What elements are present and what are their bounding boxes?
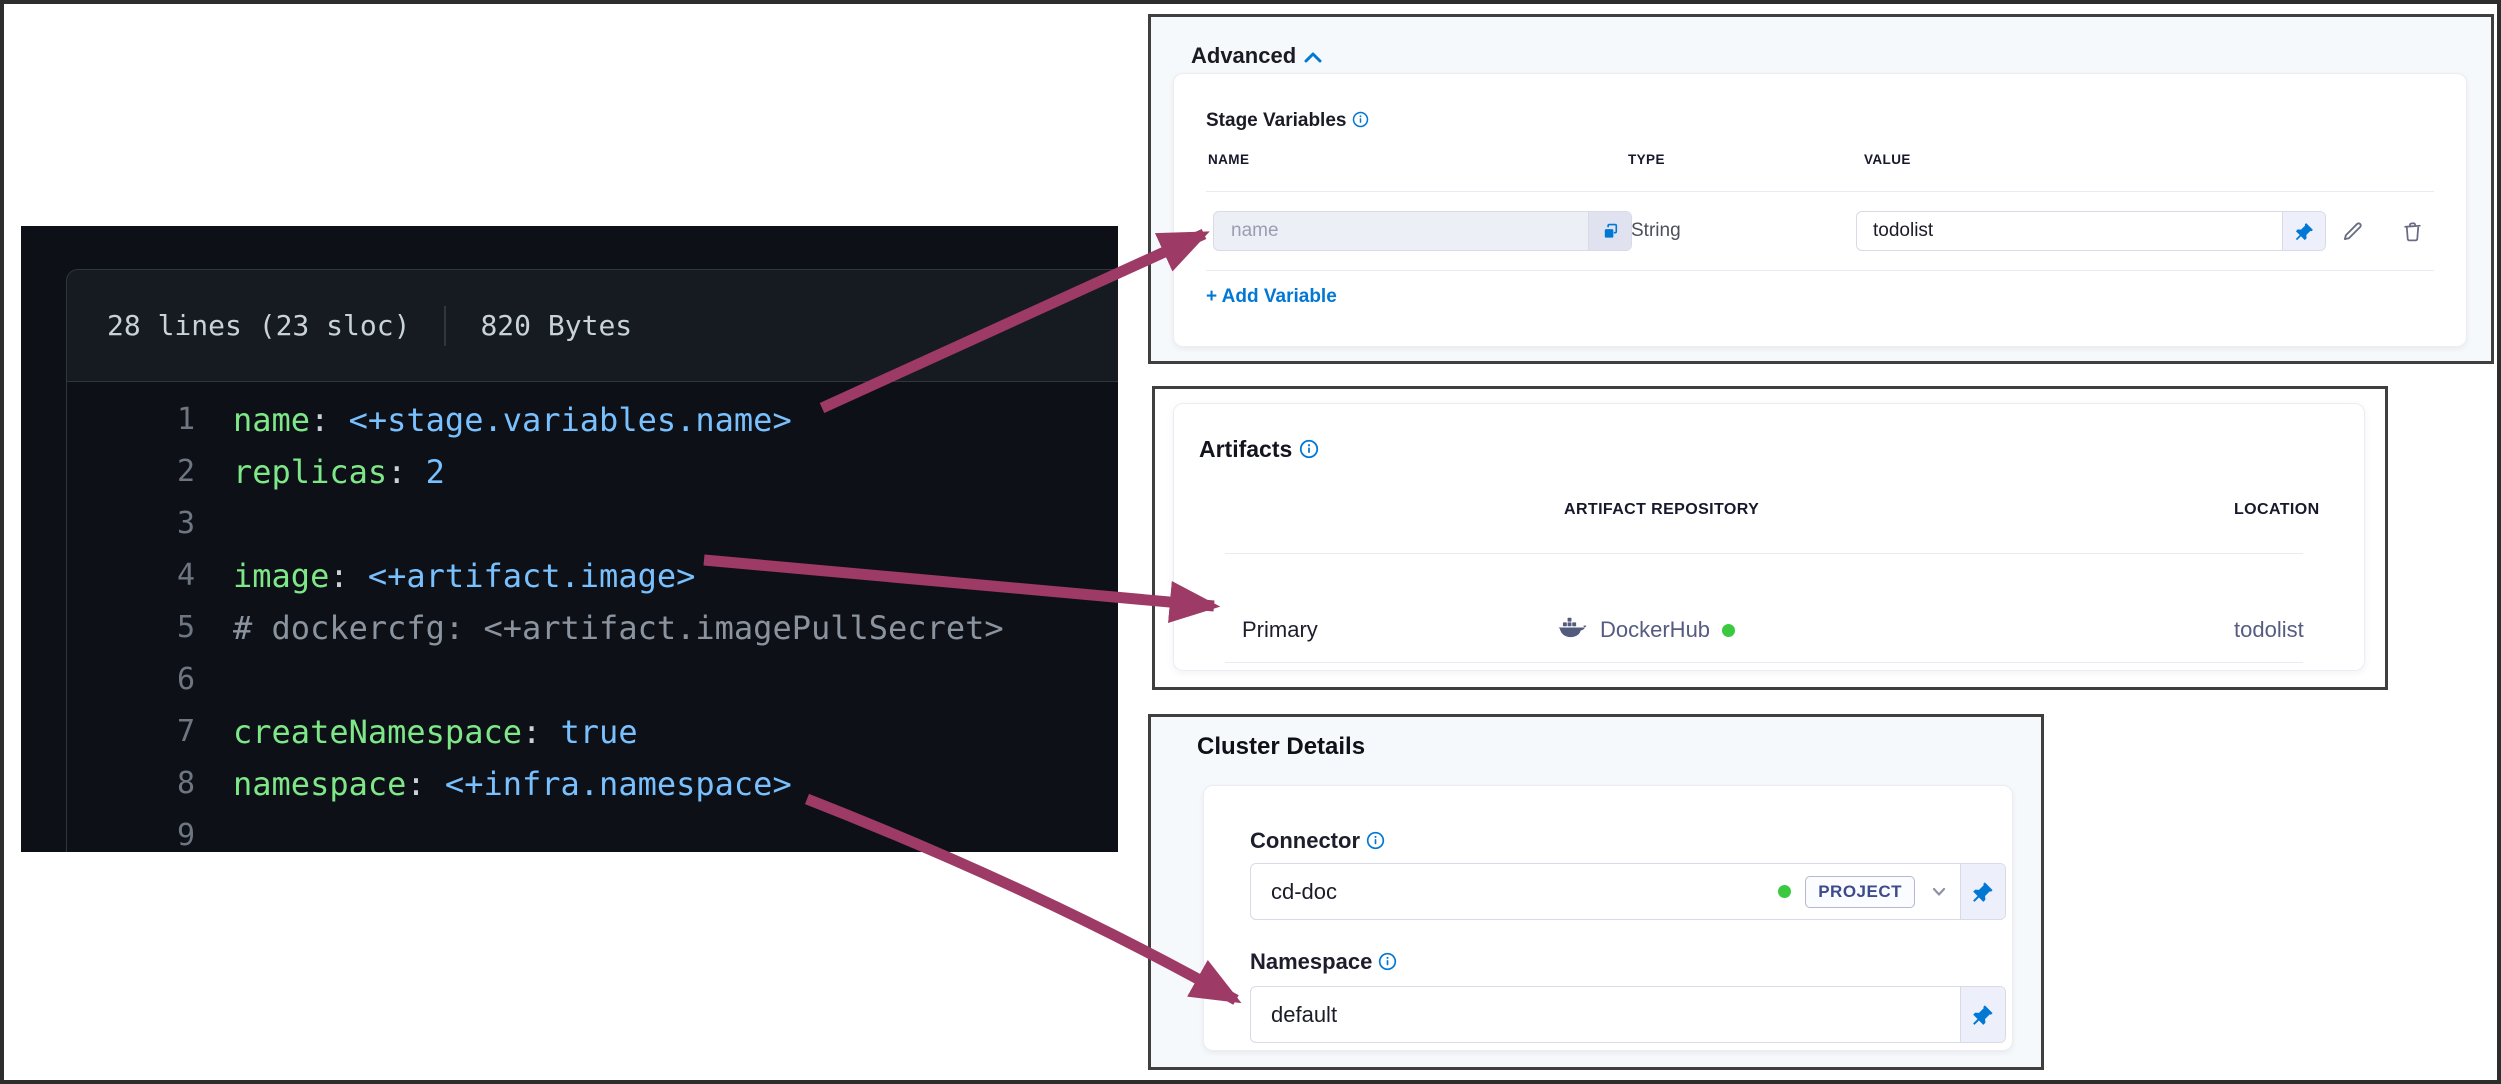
advanced-section-title[interactable]: Advanced <box>1191 43 1297 68</box>
artifact-row[interactable]: Primary DockerHub todolist <box>1155 575 2385 685</box>
connector-input[interactable]: cd-doc PROJECT <box>1250 863 2006 920</box>
artifacts-card <box>1173 403 2365 671</box>
info-icon[interactable] <box>1378 951 1397 977</box>
delete-icon[interactable] <box>2396 215 2428 247</box>
code-viewer-panel: 28 lines (23 sloc) 820 Bytes 1 name: <+s… <box>21 226 1118 852</box>
namespace-input[interactable]: default <box>1250 986 2006 1043</box>
code-line: 8 namespace: <+infra.namespace> <box>176 765 792 803</box>
pin-icon[interactable] <box>2282 212 2325 250</box>
chevron-up-icon[interactable] <box>1301 47 1325 72</box>
code-line: 7 createNamespace: true <box>176 713 638 751</box>
variable-value-input[interactable]: todolist <box>1856 211 2326 251</box>
column-header-location: LOCATION <box>2234 501 2320 518</box>
cluster-card: Connector cd-doc PROJECT <box>1203 785 2013 1051</box>
column-header-type: TYPE <box>1628 152 1665 167</box>
header-divider <box>1225 553 2303 554</box>
pin-icon[interactable] <box>1960 864 2005 919</box>
status-dot-green <box>1722 623 1736 637</box>
variable-type: String <box>1631 220 1681 241</box>
info-icon[interactable] <box>1352 111 1369 134</box>
connector-label: Connector <box>1250 828 1360 853</box>
docker-whale-icon <box>1557 615 1588 645</box>
stage-variables-title: Stage Variables <box>1206 110 1347 131</box>
column-header-artifact-repository: ARTIFACT REPOSITORY <box>1564 501 1760 518</box>
row-divider <box>1225 662 2303 663</box>
cluster-details-title: Cluster Details <box>1197 733 1366 760</box>
artifact-repo-name: DockerHub <box>1600 617 1711 642</box>
info-icon[interactable] <box>1366 830 1385 856</box>
edit-icon[interactable] <box>2337 215 2369 247</box>
code-line: 3 <box>176 506 195 541</box>
header-divider <box>1206 191 2434 192</box>
code-line: 1 name: <+stage.variables.name> <box>176 401 792 439</box>
info-icon[interactable] <box>1299 438 1319 465</box>
column-header-value: VALUE <box>1864 152 1911 167</box>
file-stats-bar: 28 lines (23 sloc) 820 Bytes <box>66 269 1118 382</box>
code-line: 4 image: <+artifact.image> <box>176 557 696 595</box>
artifact-label: Primary <box>1242 617 1318 642</box>
stats-divider <box>444 305 447 346</box>
namespace-label: Namespace <box>1250 949 1373 974</box>
column-header-name: NAME <box>1208 152 1250 167</box>
code-area: 1 name: <+stage.variables.name> 2 replic… <box>66 382 1118 852</box>
add-variable-button[interactable]: + Add Variable <box>1206 286 1337 307</box>
code-line: 5 # dockercfg: <+artifact.imagePullSecre… <box>176 609 1004 647</box>
file-lines-count: 28 lines (23 sloc) <box>107 309 411 342</box>
file-size: 820 Bytes <box>480 309 633 342</box>
cluster-details-panel: Cluster Details Connector cd-doc PROJECT <box>1148 714 2044 1070</box>
pin-icon[interactable] <box>1960 987 2005 1042</box>
row-divider <box>1206 270 2434 271</box>
scope-badge: PROJECT <box>1805 875 1915 908</box>
variable-name-input[interactable]: name <box>1213 211 1632 251</box>
code-line: 9 <box>176 818 195 852</box>
copy-icon[interactable] <box>1588 212 1631 250</box>
artifacts-title: Artifacts <box>1199 436 1293 462</box>
artifacts-panel: Artifacts ARTIFACT REPOSITORY LOCATION P… <box>1152 386 2388 690</box>
status-dot-green <box>1778 885 1792 898</box>
stage-variables-card: Stage Variables NAME TYPE VALUE name Str… <box>1173 73 2467 347</box>
chevron-down-icon[interactable] <box>1929 879 1949 905</box>
advanced-panel: Advanced Stage Variables NAME TYPE VALUE… <box>1148 14 2494 364</box>
code-line: 6 <box>176 662 195 697</box>
artifact-location: todolist <box>2234 617 2304 642</box>
code-line: 2 replicas: 2 <box>176 453 445 491</box>
